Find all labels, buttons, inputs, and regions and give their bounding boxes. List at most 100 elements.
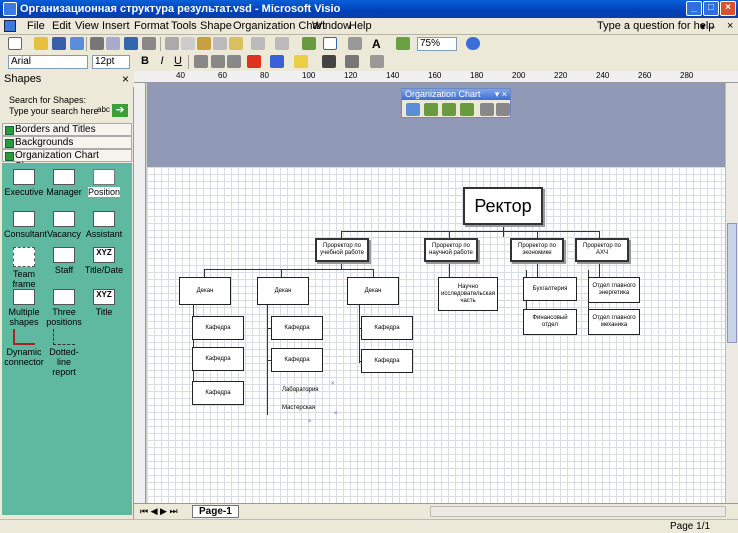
vertical-scroll-thumb[interactable] [727,223,737,343]
format-painter-icon[interactable] [229,37,243,50]
org-box-accounting[interactable]: Бухгалтерия [523,277,577,301]
print-icon[interactable] [90,37,104,50]
page-nav-icons[interactable]: ⏮ ◀ ▶ ⏭ [140,506,178,516]
permission-icon[interactable] [70,37,84,50]
selection-handle-icon[interactable]: × [334,411,338,417]
paste-icon[interactable] [197,37,211,50]
visio-app-icon[interactable] [3,2,17,16]
master-dynamic-connector[interactable]: Dynamic connector [4,329,44,367]
menu-insert[interactable]: Insert [102,20,130,32]
menu-shape[interactable]: Shape [200,20,232,32]
menu-view[interactable]: View [75,20,99,32]
selection-handle-icon[interactable]: × [331,381,335,387]
org-box-kafedra[interactable]: Кафедра [361,349,413,373]
master-consultant[interactable]: Consultant [4,211,47,239]
text-tool-icon[interactable]: A [372,37,381,51]
search-options-icon[interactable]: abc [97,105,110,114]
org-text-workshop[interactable]: Мастерская [282,405,316,411]
org-text-lab[interactable]: Лаборатория [282,387,319,393]
toolbar-close-icon[interactable]: ▾ × [494,89,507,99]
horizontal-ruler[interactable]: 40 60 80 100 120 140 160 180 200 220 240… [134,71,738,83]
org-box-kafedra[interactable]: Кафедра [192,316,244,340]
org-box-kafedra[interactable]: Кафедра [192,381,244,405]
save-icon[interactable] [52,37,66,50]
org-box-science-part[interactable]: Научно исследовательская часть [438,277,498,311]
maximize-button[interactable]: □ [703,1,719,16]
font-color-icon[interactable] [247,55,261,68]
delete-icon[interactable] [213,37,227,50]
org-box-dean-2[interactable]: Декан [257,277,309,305]
help-icon[interactable] [466,37,480,50]
spelling-icon[interactable] [124,37,138,50]
org-box-kafedra[interactable]: Кафедра [192,347,244,371]
layout-icon[interactable] [406,103,420,116]
master-dotted-line-report[interactable]: Dotted-line report [44,329,84,377]
line-color-icon[interactable] [270,55,284,68]
shape-search-input[interactable]: Type your search here [9,106,99,116]
org-box-kafedra[interactable]: Кафедра [361,316,413,340]
search-go-icon[interactable]: ➜ [112,104,128,117]
org-box-kafedra[interactable]: Кафедра [271,316,323,340]
menu-edit[interactable]: Edit [52,20,71,32]
menu-tools[interactable]: Tools [171,20,197,32]
org-box-prorector-education[interactable]: Проректор по учебной работе [315,238,369,262]
vertical-scrollbar[interactable] [725,83,738,503]
print-preview-icon[interactable] [106,37,120,50]
align-right-icon[interactable] [227,55,241,68]
cut-icon[interactable] [165,37,179,50]
pointer-tool-icon[interactable] [323,37,337,50]
org-box-prorector-ahch[interactable]: Проректор по АХЧ [575,238,629,262]
align-left-icon[interactable] [194,55,208,68]
org-box-dean-3[interactable]: Декан [347,277,399,305]
horizontal-scrollbar[interactable] [430,506,726,517]
zoom-dropdown[interactable]: 75% [417,37,457,51]
redo-icon[interactable] [275,37,289,50]
org-box-prorector-science[interactable]: Проректор по научной работе [424,238,478,262]
selection-handle-icon[interactable]: × [308,419,312,425]
stencil-backgrounds[interactable]: Backgrounds [2,136,132,149]
selection-handle-icon[interactable]: × [307,388,311,394]
org-box-energy[interactable]: Отдел главного энергетика [588,277,640,303]
vertical-ruler[interactable] [134,83,146,503]
master-multiple-shapes[interactable]: Multiple shapes [4,289,44,327]
copy-icon[interactable] [181,37,195,50]
org-box-dean-1[interactable]: Декан [179,277,231,305]
open-icon[interactable] [34,37,48,50]
line-weight-icon[interactable] [322,55,336,68]
shapes-close-icon[interactable]: × [121,72,129,86]
master-manager[interactable]: Manager [44,169,84,197]
master-executive[interactable]: Executive [4,169,44,197]
new-icon[interactable] [8,37,22,50]
close-button[interactable]: × [720,1,736,16]
font-size-dropdown[interactable]: 12pt [92,55,130,69]
font-dropdown[interactable]: Arial [8,55,88,69]
fill-color-icon[interactable] [294,55,308,68]
align-center-icon[interactable] [211,55,225,68]
stamp-tool-icon[interactable] [396,37,410,50]
horizontal-layout-icon[interactable] [424,103,438,116]
master-team-frame[interactable]: Team frame [4,247,44,289]
document-icon[interactable] [4,20,16,32]
master-three-positions[interactable]: Three positions [44,289,84,327]
minimize-button[interactable]: _ [686,1,702,16]
undo-icon[interactable] [251,37,265,50]
connector-tool-icon[interactable] [348,37,362,50]
side-by-side-icon[interactable] [460,103,474,116]
move-right-icon[interactable] [496,103,510,116]
line-ends-icon[interactable] [370,55,384,68]
org-chart-toolbar[interactable]: Organization Chart▾ × [401,88,511,118]
vertical-layout-icon[interactable] [442,103,456,116]
italic-button[interactable]: I [160,55,164,67]
org-box-prorector-economy[interactable]: Проректор по экономике [510,238,564,262]
org-box-rector[interactable]: Ректор [463,187,543,225]
master-staff[interactable]: Staff [44,247,84,275]
stencil-org-chart-shapes[interactable]: Organization Chart Shapes [2,149,132,172]
move-left-icon[interactable] [480,103,494,116]
page-tab[interactable]: Page-1 [192,505,239,518]
underline-button[interactable]: U [174,55,182,67]
line-pattern-icon[interactable] [345,55,359,68]
org-box-mechanic[interactable]: Отдел главного механика [588,309,640,335]
help-search-input[interactable]: Type a question for help [597,20,715,32]
